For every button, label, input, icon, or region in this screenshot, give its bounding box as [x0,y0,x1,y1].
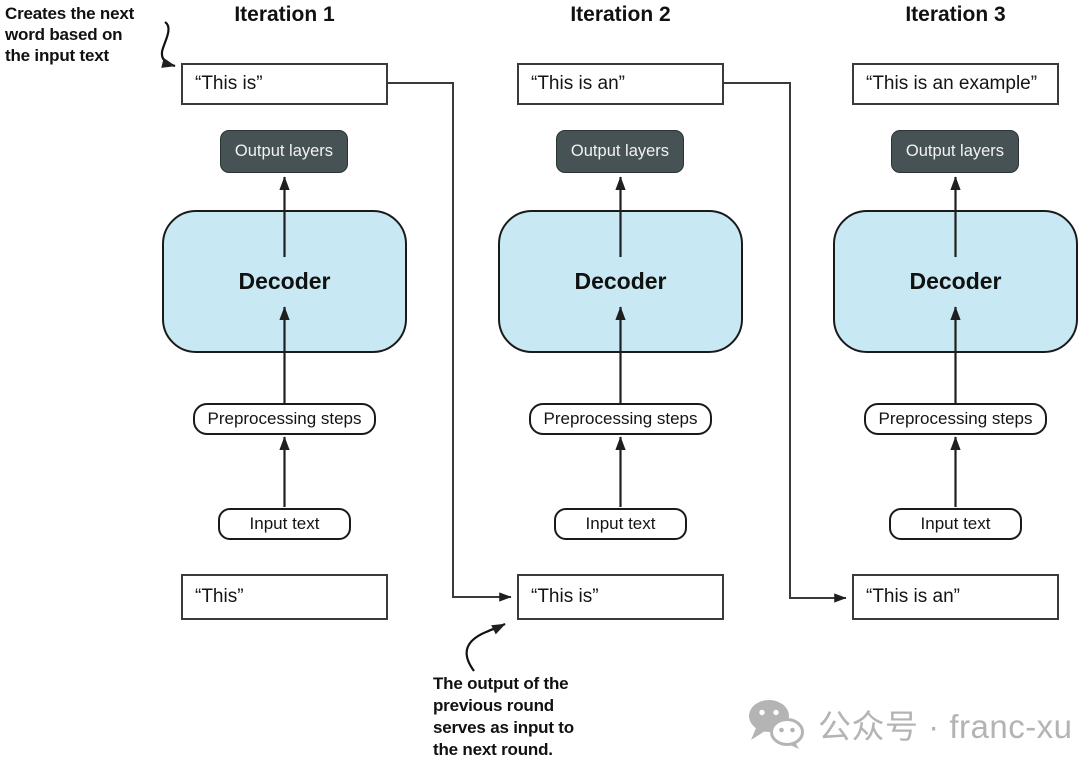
iteration-1-decoder-block: Decoder [162,210,407,353]
iteration-2-decoder-block: Decoder [498,210,743,353]
input-text-label: Input text [585,514,656,533]
annotation-line: the input text [5,46,109,65]
annotation-line: serves as input to [433,718,574,737]
iteration-3-column: Iteration 3 “This is an example” Output … [833,0,1078,768]
iteration-1-input-text-block: Input text [218,508,351,540]
iteration-2-input-seed: “This is” [531,586,599,607]
output-layers-label: Output layers [570,142,670,160]
iteration-1-output-layers-block: Output layers [220,130,348,173]
iteration-3-output-textbox: “This is an example” [852,63,1059,105]
annotation-creates-next-word: Creates the next word based on the input… [5,3,134,66]
output-layers-label: Output layers [905,142,1005,160]
iteration-1-input-seed: “This” [195,586,244,607]
decoder-label: Decoder [909,268,1002,294]
input-text-label: Input text [920,514,991,533]
iteration-3-preprocessing-block: Preprocessing steps [864,403,1047,435]
decoder-label: Decoder [574,268,667,294]
watermark: 公众号 · franc-xu [746,698,1073,750]
iteration-1-output-textbox: “This is” [181,63,388,105]
iteration-2-output-textbox: “This is an” [517,63,724,105]
iteration-3-output-text: “This is an example” [866,73,1038,94]
decoder-label: Decoder [238,268,331,294]
watermark-text: 公众号 · franc-xu [818,708,1073,745]
annotation-line: The output of the [433,674,569,693]
iteration-1-column: Iteration 1 “This is” Output layers Deco… [162,0,407,768]
iteration-2-preprocessing-block: Preprocessing steps [529,403,712,435]
iteration-3-input-text-block: Input text [889,508,1022,540]
iteration-2-input-textbox: “This is” [517,574,724,620]
iteration-3-decoder-block: Decoder [833,210,1078,353]
iteration-1-output-text: “This is” [195,73,263,94]
input-text-label: Input text [249,514,320,533]
iteration-1-preprocessing-block: Preprocessing steps [193,403,376,435]
annotation-line: Creates the next [5,4,135,23]
annotation-line: the next round. [433,740,553,759]
annotation-line: word based on [5,25,123,44]
iteration-2-output-text: “This is an” [531,73,625,94]
iteration-3-title: Iteration 3 [905,3,1006,26]
preprocessing-label: Preprocessing steps [878,409,1033,428]
iteration-1-title: Iteration 1 [234,3,335,26]
iteration-1-input-textbox: “This” [181,574,388,620]
iteration-2-column: Iteration 2 “This is an” Output layers D… [498,0,743,768]
wechat-icon [749,700,804,749]
preprocessing-label: Preprocessing steps [543,409,698,428]
iteration-3-output-layers-block: Output layers [891,130,1019,173]
annotation-output-feedback: The output of the previous round serves … [433,673,574,761]
iteration-2-input-text-block: Input text [554,508,687,540]
output-layers-label: Output layers [234,142,334,160]
iteration-2-output-layers-block: Output layers [556,130,684,173]
preprocessing-label: Preprocessing steps [207,409,362,428]
iteration-3-input-seed: “This is an” [866,586,960,607]
annotation-line: previous round [433,696,554,715]
iteration-3-input-textbox: “This is an” [852,574,1059,620]
iteration-2-title: Iteration 2 [570,3,671,26]
